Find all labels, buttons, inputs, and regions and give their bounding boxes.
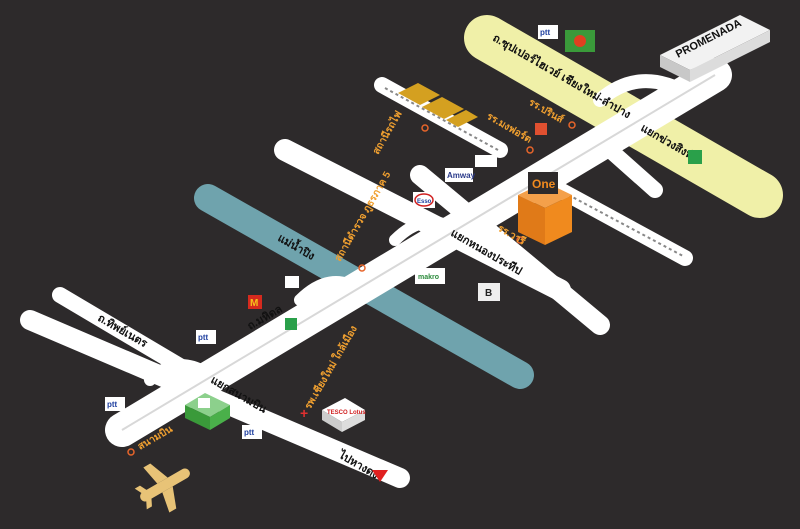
svg-text:M: M <box>250 298 258 309</box>
svg-text:ptt: ptt <box>198 333 209 342</box>
railway-bottom <box>552 182 693 266</box>
big-c-icon: B <box>478 283 500 301</box>
mall-building-icon: One <box>518 172 572 245</box>
main-road <box>105 58 732 447</box>
svg-text:Amway: Amway <box>447 171 476 180</box>
label-one-mall: One <box>532 177 556 191</box>
cafe-icon <box>565 30 595 52</box>
shopping-center-icon <box>185 393 230 430</box>
school-marker-icon <box>535 123 547 135</box>
seven-eleven-icon <box>688 150 702 164</box>
brand-markers: ptt Amway Esso makro B <box>105 25 702 439</box>
svg-text:ptt: ptt <box>244 428 255 437</box>
ptt-station-icon-4: ptt <box>242 425 262 439</box>
direction-arrow-icon <box>372 470 388 482</box>
svg-text:ptt: ptt <box>540 28 551 37</box>
ptt-station-icon-2: ptt <box>196 330 216 344</box>
label-train-station: สถานีรถไฟ <box>369 108 404 156</box>
railway-top <box>374 77 508 158</box>
svg-text:makro: makro <box>418 274 439 281</box>
esso-station-icon: Esso <box>413 192 435 208</box>
seven-eleven-icon-2 <box>285 318 297 330</box>
mcdonalds-icon: M <box>248 295 262 309</box>
ptt-station-icon-3: ptt <box>105 397 125 411</box>
svg-text:ptt: ptt <box>107 400 118 409</box>
promenada-building-icon: PROMENADA <box>660 15 770 82</box>
makro-icon: makro <box>415 268 445 284</box>
seven-eleven-sign-icon <box>285 276 299 288</box>
train-icon <box>398 83 478 127</box>
airplane-icon <box>134 463 190 513</box>
ptt-station-icon: ptt <box>538 25 558 39</box>
hospital-cross-icon: + <box>300 405 308 421</box>
svg-text:TESCO Lotus: TESCO Lotus <box>327 410 366 416</box>
car-dealer-icon <box>475 155 497 167</box>
svg-text:B: B <box>485 288 492 299</box>
svg-text:Esso: Esso <box>417 199 432 205</box>
tesco-lotus-icon: TESCO Lotus <box>322 398 366 432</box>
amway-icon: Amway <box>445 168 476 182</box>
